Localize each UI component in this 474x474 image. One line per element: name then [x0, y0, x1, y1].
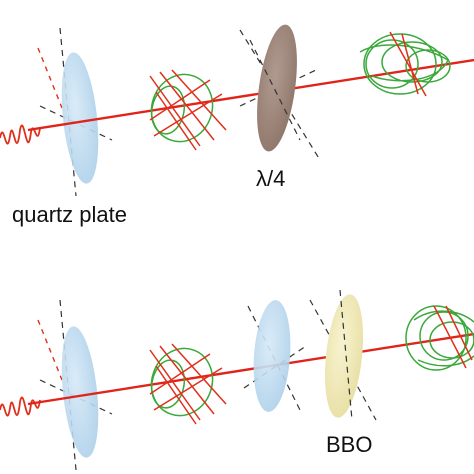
laser-beam-top [27, 58, 474, 132]
quarter-wave-plate [239, 24, 321, 161]
polarization-pattern-bottom-2 [405, 305, 474, 371]
polarization-pattern-top-1 [149, 69, 227, 151]
bottom-setup: BBO [0, 289, 474, 471]
bbo-label: BBO [326, 432, 372, 457]
quartz-plate-bottom [37, 299, 113, 471]
laser-beam-bottom [27, 332, 474, 406]
quarter-wave-label: λ/4 [256, 166, 285, 191]
quartz-plate-top [37, 27, 113, 197]
bbo-crystal [309, 289, 377, 421]
polarization-pattern-top-2 [359, 31, 451, 97]
polarization-pattern-bottom-1 [149, 343, 227, 425]
input-pulse-bottom [0, 396, 41, 417]
quartz-plate-label: quartz plate [12, 202, 127, 227]
top-setup: quartz plate λ/4 [0, 24, 474, 227]
quartz-plate-bottom-2 [243, 300, 307, 412]
